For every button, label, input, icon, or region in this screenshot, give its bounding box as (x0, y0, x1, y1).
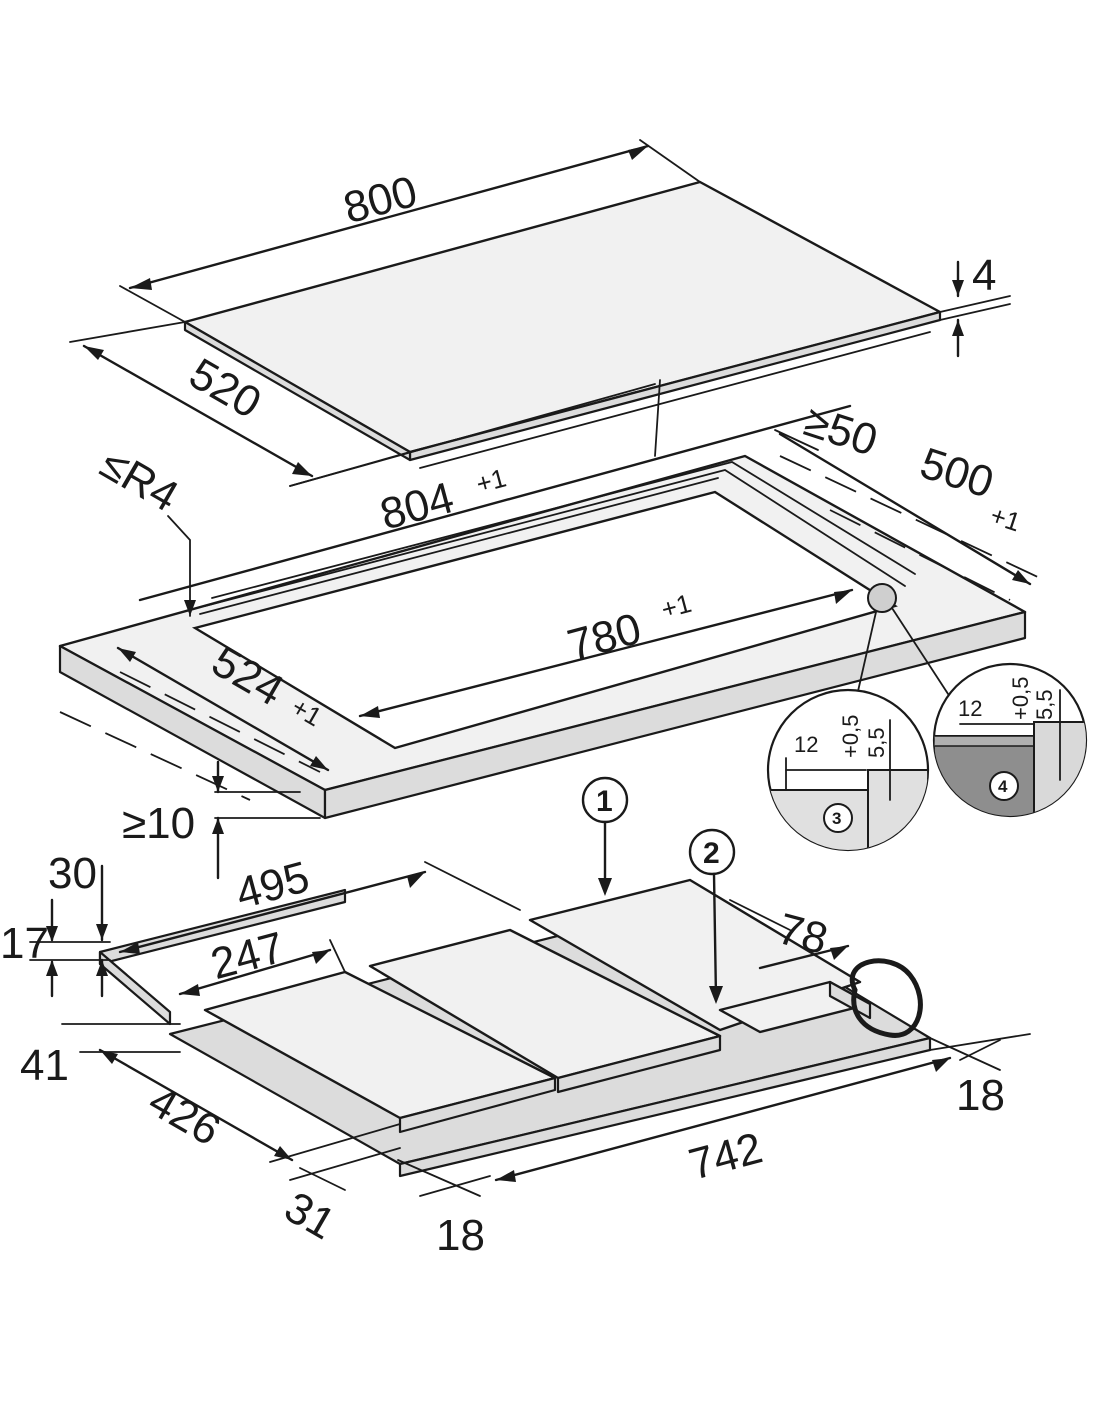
dim-41-label: 41 (20, 1041, 69, 1090)
dim-742-label: 742 (684, 1123, 768, 1189)
detail-leader-3 (855, 611, 877, 701)
radius-leader (167, 515, 191, 617)
dimension-41: 41 (20, 1023, 181, 1090)
dimension-30: 30 (48, 849, 108, 998)
detail-4-callout: 4 (998, 777, 1008, 796)
dim-804-label: 804 (375, 473, 459, 539)
detail-4-width: 12 (958, 696, 982, 721)
coil-block-front-middle-side (556, 1034, 722, 1094)
coil-block-front-left-side (398, 1076, 557, 1134)
detail-marker (867, 583, 897, 613)
callout-1: 1 (581, 776, 629, 896)
dim-800-label: 800 (339, 167, 423, 233)
dim-10-label: ≥10 (122, 799, 195, 848)
dimension-742: 742 (494, 1033, 1031, 1190)
detail-4-tol: +0,5 (1008, 677, 1033, 720)
detail-3-callout-circle (823, 803, 853, 833)
detail-4-callout-circle (989, 771, 1019, 801)
dim-426-label: 426 (140, 1076, 228, 1155)
dim-804-tol: +1 (473, 462, 509, 499)
glass-top (183, 180, 942, 469)
dimension-780: 780 +1 (138, 404, 854, 718)
dimension-min10: ≥10 (122, 760, 321, 880)
dim-18-right-label: 18 (956, 1071, 1005, 1120)
worktop-front-side (323, 610, 1027, 820)
glass-top-left-edge (183, 320, 412, 462)
detail-leader-4 (891, 607, 953, 701)
dim-500-label: 500 (914, 439, 999, 508)
dimension-min50: ≥50 (774, 396, 884, 466)
dimension-17: 17 (0, 898, 111, 998)
dim-31-label: 31 (276, 1182, 343, 1249)
callout-1-label: 1 (596, 785, 613, 818)
detail-4-depth: 5,5 (1032, 689, 1057, 720)
detail-3-depth: 5,5 (864, 727, 889, 758)
dim-18-front-label: 18 (436, 1211, 485, 1260)
power-cable (849, 958, 923, 1038)
dimension-18-front: 18 (397, 1159, 491, 1260)
dim-17-label: 17 (0, 919, 49, 968)
base-left-strip (98, 950, 172, 1026)
rebate-line-2 (204, 469, 906, 607)
detail-3-width: 12 (794, 732, 818, 757)
dim-4-label: 4 (972, 251, 996, 300)
electronics-box-side (828, 980, 872, 1020)
cutout-frame (58, 454, 1027, 820)
callout-2: 2 (688, 828, 736, 1004)
coil-block-back (528, 878, 862, 1032)
detail-3: 12 5,5 +0,5 3 (766, 688, 930, 852)
dim-30-label: 30 (48, 849, 97, 898)
dimension-4: 4 (939, 251, 1011, 358)
detail-3-tol: +0,5 (838, 715, 863, 758)
dim-500-tol: +1 (987, 500, 1024, 538)
radius-r4-label: ≤R4 (92, 439, 186, 522)
dimension-18-right: 18 (929, 1037, 1005, 1120)
rebate-line-1 (199, 477, 719, 615)
dim-50-label: ≥50 (799, 396, 884, 465)
rebate-line-3 (211, 461, 916, 599)
detail-4: 12 5,5 +0,5 4 (932, 662, 1088, 818)
cutout-opening (191, 490, 898, 750)
callout-2-label: 2 (703, 837, 720, 870)
detail-3-callout: 3 (832, 809, 841, 828)
glass-top-lower-edge (419, 331, 931, 469)
